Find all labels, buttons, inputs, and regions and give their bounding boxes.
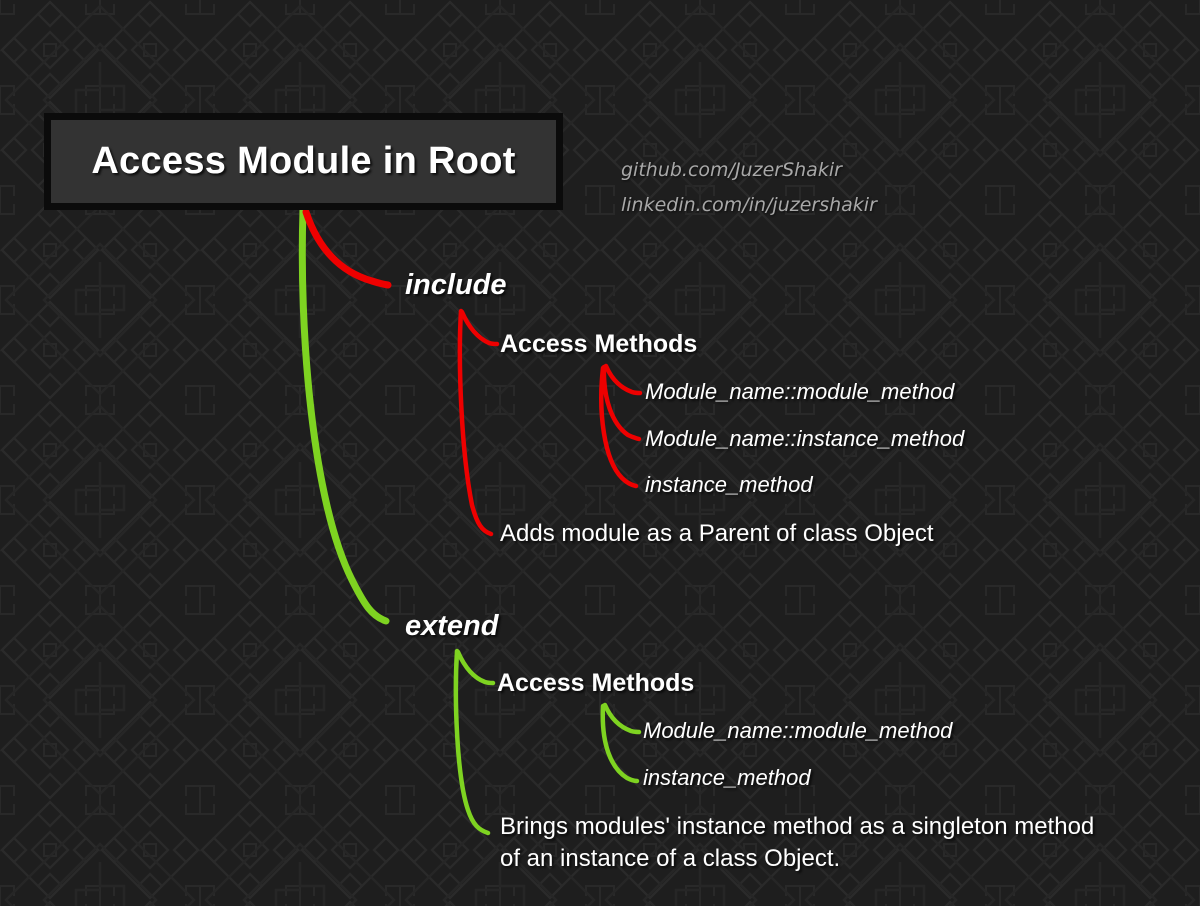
extend-description: Brings modules' instance method as a sin… (500, 813, 1095, 872)
include-method-connector-2 (599, 365, 639, 489)
extend-subtrunk (453, 648, 491, 836)
trunk-include-line (302, 208, 392, 289)
branch-label-include: include (405, 269, 507, 301)
credit-github-link[interactable]: github.com/JuzerShakir (621, 159, 842, 181)
credits-block: github.com/JuzerShakir linkedin.com/in/j… (621, 159, 877, 216)
extend-method-item-0: Module_name::module_method (643, 718, 953, 743)
branch-label-extend: extend (405, 610, 499, 642)
extend-methods-connector (455, 649, 496, 686)
extend-method-connector-0 (602, 702, 642, 735)
include-subtrunk (457, 308, 494, 537)
credit-linkedin-link[interactable]: linkedin.com/in/juzershakir (621, 194, 877, 216)
include-method-item-0: Module_name::module_method (645, 379, 955, 404)
root-title-box: Access Module in Root (44, 113, 563, 210)
include-method-connector-1 (601, 364, 642, 442)
include-method-item-2: instance_method (645, 472, 813, 497)
trunk-extend-line (298, 206, 390, 625)
include-description: Adds module as a Parent of class Object (500, 520, 934, 547)
include-access-methods-label: Access Methods (500, 330, 698, 358)
include-methods-connector (459, 309, 500, 347)
include-method-item-1: Module_name::instance_method (645, 426, 965, 451)
extend-access-methods-label: Access Methods (497, 669, 695, 697)
extend-method-item-1: instance_method (643, 765, 811, 790)
page-title: Access Module in Root (91, 140, 516, 182)
include-method-connector-0 (603, 363, 643, 396)
extend-method-connector-1 (600, 703, 640, 784)
